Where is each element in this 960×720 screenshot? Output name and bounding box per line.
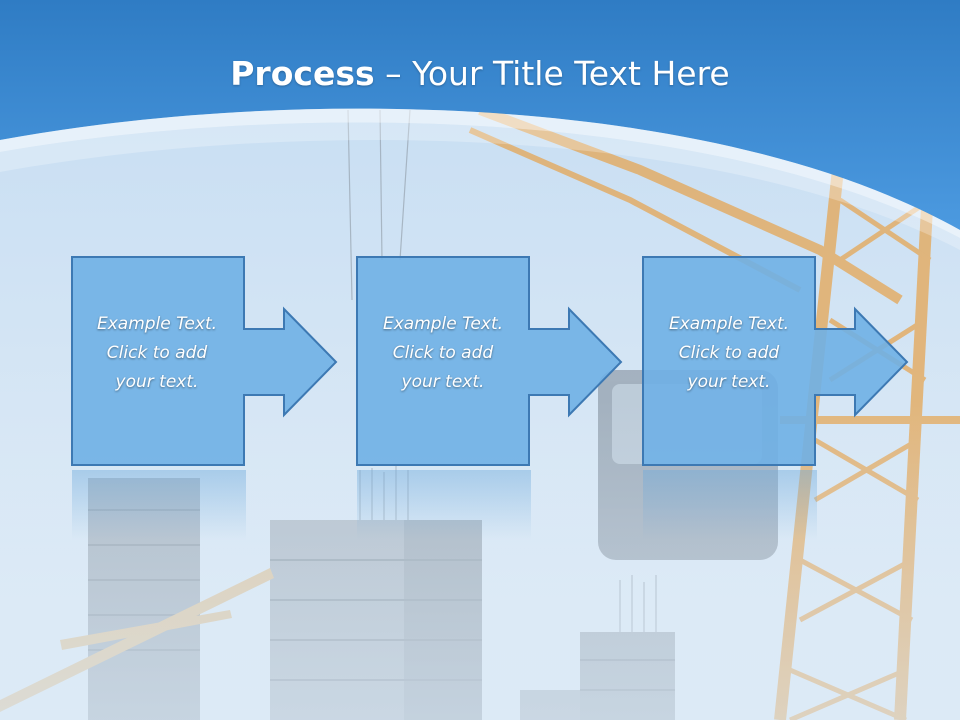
process-step-1-text[interactable]: Example Text. Click to add your text. (71, 310, 243, 397)
process-step-3-line1: Example Text. (668, 314, 790, 334)
process-step-2-line2: Click to add (392, 343, 494, 363)
process-step-3-text[interactable]: Example Text. Click to add your text. (643, 310, 815, 397)
process-step-2-text[interactable]: Example Text. Click to add your text. (357, 310, 529, 397)
slide-title-rest: – Your Title Text Here (374, 54, 730, 93)
process-step-1-reflection (72, 470, 246, 540)
process-step-1-line1: Example Text. (96, 314, 218, 334)
process-step-2-line1: Example Text. (382, 314, 504, 334)
process-step-3-reflection (643, 470, 817, 540)
slide-title-bold: Process (230, 54, 375, 93)
header-band (0, 0, 960, 230)
process-step-2-line3: your text. (401, 372, 485, 392)
process-step-2-shape[interactable] (351, 252, 631, 472)
process-step-2-reflection (357, 470, 531, 540)
process-step-3-line2: Click to add (678, 343, 780, 363)
process-step-3-line3: your text. (687, 372, 771, 392)
process-step-1-line2: Click to add (106, 343, 208, 363)
process-step-3-shape[interactable] (637, 252, 917, 472)
process-step-1-shape[interactable] (66, 252, 346, 472)
process-step-1-line3: your text. (115, 372, 199, 392)
slide-title[interactable]: Process – Your Title Text Here (0, 52, 960, 96)
